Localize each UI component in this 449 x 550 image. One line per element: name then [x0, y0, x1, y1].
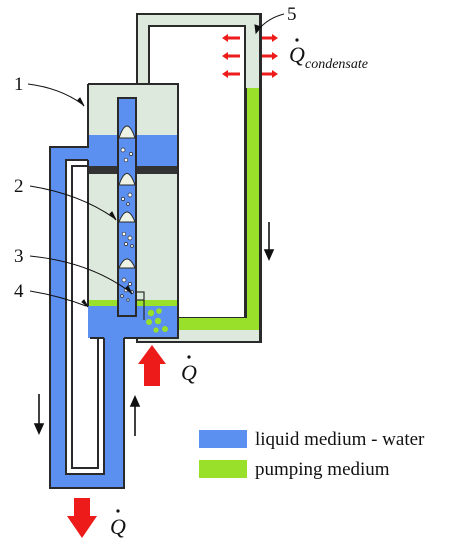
riser-tube — [117, 97, 168, 333]
condensate-heat-arrow — [222, 34, 240, 42]
leader-lines — [27, 13, 285, 308]
legend-swatch-water — [199, 430, 247, 448]
heat-input-arrow — [138, 345, 166, 386]
condensate-return-fill — [246, 88, 260, 330]
label-5: 5 — [287, 4, 297, 25]
label-4: 4 — [14, 281, 24, 302]
heater-marker — [135, 291, 145, 301]
vapor-slug — [118, 125, 136, 139]
q-output-symbol: Q — [110, 514, 126, 539]
q-output-label: Q — [110, 509, 126, 539]
q-input-symbol: Q — [181, 360, 197, 385]
q-condensate-symbol: Q — [289, 42, 305, 67]
vapor-slug — [118, 173, 136, 186]
legend: liquid medium - water pumping medium — [199, 429, 425, 480]
pumping-droplets — [146, 308, 168, 333]
q-condensate-label: Q condensate — [289, 38, 368, 72]
label-1: 1 — [14, 74, 24, 95]
q-condensate-subscript: condensate — [305, 57, 368, 72]
vapor-slug — [118, 258, 136, 269]
label-3: 3 — [14, 246, 24, 267]
legend-label-pumping: pumping medium — [255, 459, 390, 480]
vapor-slug — [118, 211, 136, 223]
legend-swatch-pumping — [199, 460, 247, 478]
heat-output-arrow — [67, 498, 97, 538]
label-2: 2 — [14, 176, 24, 197]
q-input-label: Q — [181, 355, 197, 385]
main-vessel — [87, 83, 179, 339]
condensate-bottom-fill — [176, 318, 260, 330]
legend-label-water: liquid medium - water — [255, 429, 425, 450]
heat-arrows — [67, 34, 278, 538]
flow-arrows — [33, 222, 275, 436]
